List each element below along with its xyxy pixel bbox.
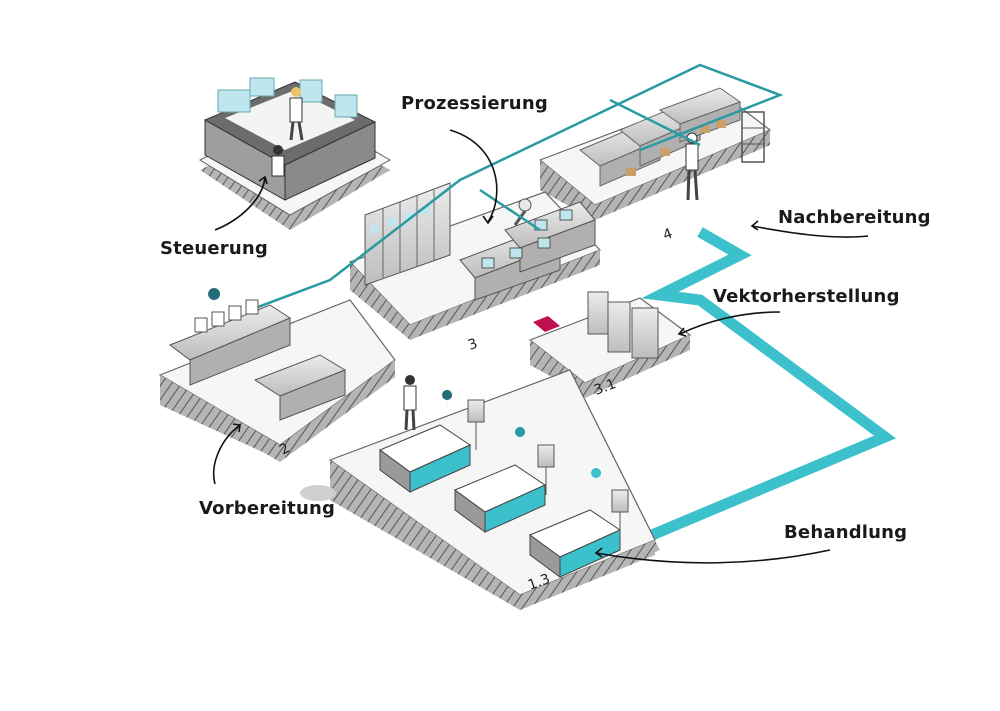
packaging-line [579,87,742,187]
operator-icon [271,87,304,177]
label-nachbereitung: Nachbereitung [778,207,931,228]
infusion-stand [467,399,629,535]
platform-number-4: 4 [661,226,675,244]
tank-group [587,291,659,359]
label-vorbereitung: Vorbereitung [199,498,336,519]
arrow-nachbereitung [751,225,869,238]
arrow-prozessierung [449,129,498,223]
process-pipes [249,63,784,312]
patient-bed [453,464,547,533]
doctor-icon [403,375,417,431]
prep-bench [168,299,292,386]
patient-bed [378,424,472,493]
shadow [300,485,336,501]
cabinet-bank [364,182,451,286]
lab-table [253,354,347,421]
arrow-steuerung [214,177,266,231]
bioreactor-line [459,201,596,301]
platform-number-1-3: 1.3 [526,571,552,594]
label-vektorherstellung: Vektorherstellung [713,286,900,307]
highlight-connector [533,316,560,332]
platform-vorbereitung: 2 [158,288,396,462]
arrow-vorbereitung [213,424,241,485]
rack-icon [741,111,765,163]
callout-arrows [213,129,869,564]
label-behandlung: Behandlung [784,522,908,543]
control-room [198,77,392,230]
arrow-vektorherstellung [679,311,781,335]
platform-prozessierung: 3 [348,182,602,354]
platform-behandlung: 1.3 [300,369,660,610]
location-pin-icon [442,390,602,486]
platform-number-3-1: 3.1 [592,376,618,399]
arrow-behandlung [595,549,831,564]
main-flow-path [637,227,897,546]
label-steuerung: Steuerung [160,238,268,259]
location-pin-icon [208,288,221,310]
label-prozessierung: Prozessierung [401,93,548,114]
platform-number-3: 3 [466,336,480,354]
